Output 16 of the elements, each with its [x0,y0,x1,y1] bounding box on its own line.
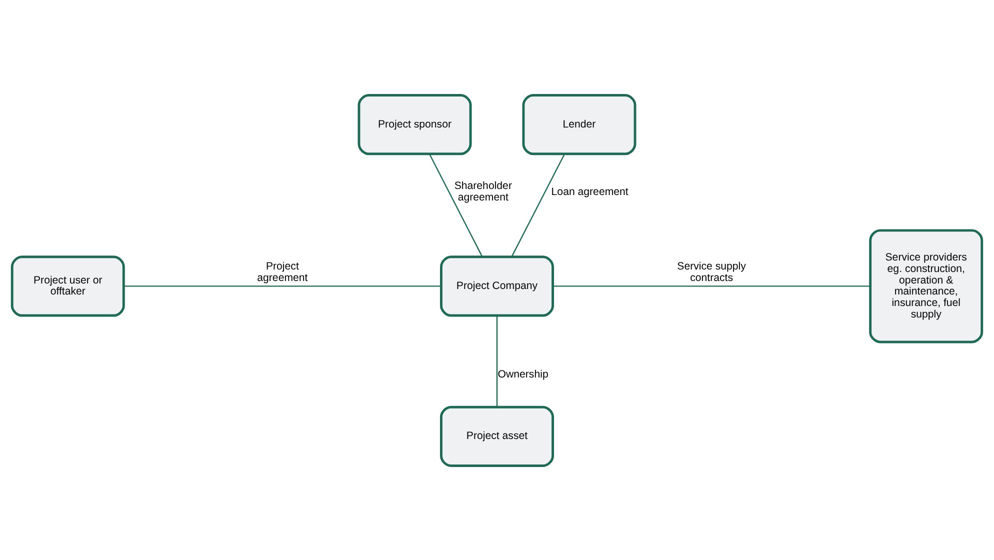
connector [124,285,442,286]
edge-label: Service supply contracts [677,260,746,284]
connector [428,153,483,257]
node-box: Project sponsor [358,94,472,155]
node-box: Service providers eg. construction, operation & maintenance, insurance, fuel supply [869,228,984,343]
node-box: Project Company [440,255,554,316]
edge-label: Ownership [498,368,548,380]
node-box: Project asset [440,405,554,466]
connector [511,153,566,257]
edge-label: Project agreement [257,260,308,284]
edge-label: Loan agreement [551,185,628,198]
connector [552,285,870,286]
edge-label: Shareholder agreement [454,180,512,204]
connector [496,315,498,407]
node-box: Lender [522,94,636,155]
node-box: Project user or offtaker [10,255,125,316]
